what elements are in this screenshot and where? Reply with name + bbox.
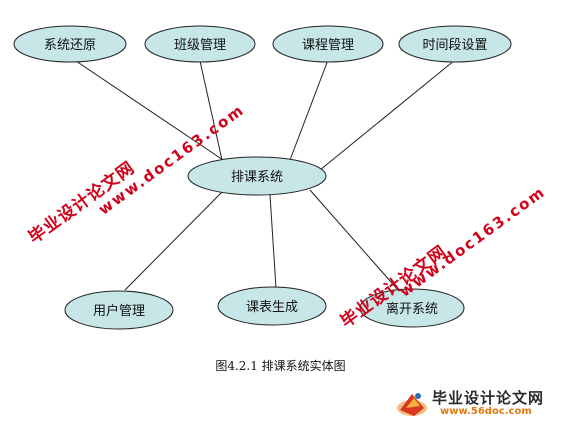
node-label: 课表生成 [246,300,298,315]
node-label: 系统还原 [44,38,96,53]
node-schedule-generation: 课表生成 [217,286,327,326]
edge-class-management [199,60,223,161]
node-label: 离开系统 [386,301,438,317]
node-class-management: 班级管理 [144,25,256,63]
node-label: 排课系统 [231,170,283,185]
edge-user-management [124,191,223,291]
node-label: 课程管理 [302,38,354,53]
node-label: 用户管理 [93,303,145,319]
site-logo: 毕业设计论文网 www.56doc.com [394,386,558,420]
figure-caption: 图4.2.1 排课系统实体图 [215,359,346,373]
node-exit-system: 离开系统 [359,288,465,328]
node-label: 班级管理 [174,38,226,53]
edge-schedule-generation [269,194,277,289]
edge-course-management [289,59,329,161]
edge-time-slot-settings [319,59,456,171]
node-time-slot-settings: 时间段设置 [398,25,512,63]
node-scheduling-system: 排课系统 [187,156,327,196]
logo-icon [397,393,427,416]
node-user-management: 用户管理 [64,290,174,330]
edge-exit-system [309,189,399,291]
edge-system-restore [69,56,236,169]
logo-url: www.56doc.com [440,406,532,417]
node-course-management: 课程管理 [272,25,384,63]
node-label: 时间段设置 [422,38,487,53]
node-system-restore: 系统还原 [13,25,127,63]
logo-title: 毕业设计论文网 [432,389,545,407]
edges [69,56,456,291]
